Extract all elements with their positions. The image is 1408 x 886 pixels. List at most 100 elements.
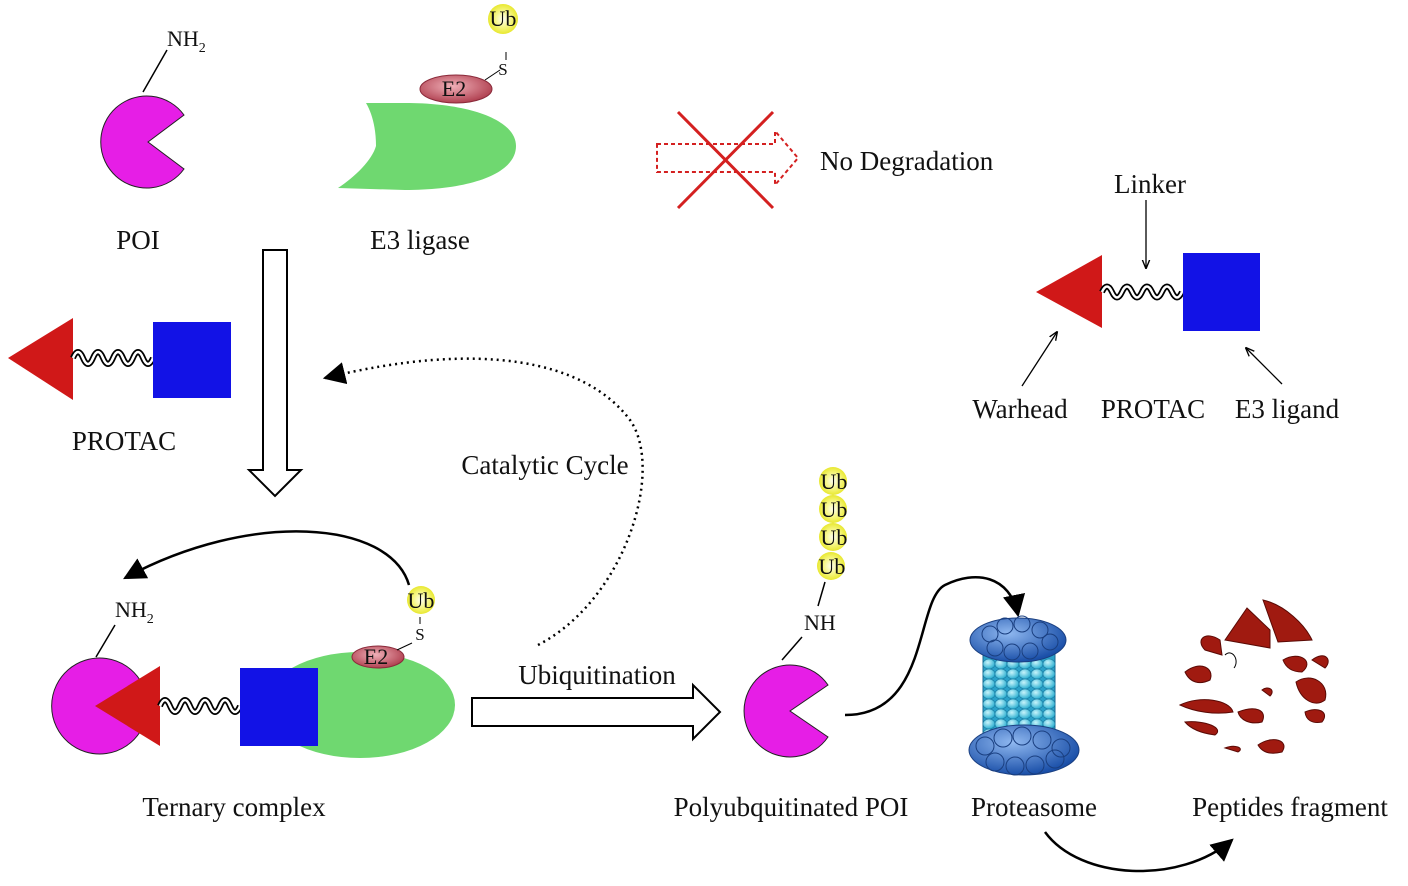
proteasome-ring-bead — [994, 678, 1008, 690]
polyubiquitinated-poi — [743, 467, 847, 758]
poly-ub-circle-4 — [817, 552, 845, 580]
fragment-piece — [1237, 708, 1264, 724]
ub-label: Ub — [490, 6, 517, 31]
ub-circle — [488, 4, 518, 34]
protac-legend-label: PROTAC — [1101, 394, 1205, 424]
protac-legend — [1021, 200, 1283, 387]
fragment-piece — [1261, 687, 1273, 697]
ternary-ub-circle — [407, 586, 435, 614]
proteasome-ring-bead — [1042, 658, 1056, 670]
proteasome-ring-bead — [1030, 678, 1044, 690]
proteasome-ring-bead — [994, 708, 1008, 720]
poly-nh-label: NH — [804, 610, 836, 635]
proteasome-ring-bead — [1042, 708, 1056, 720]
e3-ligand-label: E3 ligand — [1235, 394, 1340, 424]
poi-label: POI — [116, 225, 160, 255]
poi-nh2-label: NH2 — [167, 26, 206, 56]
ternary-ub-label: Ub — [408, 588, 435, 613]
ternary-nh2-label: NH2 — [115, 597, 154, 627]
down-hollow-arrow — [246, 249, 304, 498]
ternary-complex — [51, 530, 455, 758]
ternary-e2-label: E2 — [364, 644, 388, 669]
ub-transfer-arrow — [123, 530, 411, 586]
fragment-piece — [1223, 745, 1241, 753]
fragment-piece — [1224, 607, 1271, 649]
ternary-e2-enzyme — [351, 645, 405, 669]
poly-ub-label-1: Ub — [821, 469, 848, 494]
protac-label: PROTAC — [72, 426, 176, 456]
proteasome-ring-bead — [994, 668, 1008, 680]
catalytic-cycle-label: Catalytic Cycle — [461, 450, 628, 480]
to-proteasome-arrow — [844, 576, 1026, 717]
e3-ligand-square — [153, 322, 231, 398]
proteasome-ring-bead — [1042, 698, 1056, 710]
e3-ligase-label: E3 ligase — [370, 225, 470, 255]
s-label: S — [498, 60, 507, 79]
proteasome-ring-bead — [1018, 678, 1032, 690]
proteasome-ring-bead — [1006, 668, 1020, 680]
proteasome-top-cap — [969, 617, 1067, 663]
proteasome-ring-bead — [1030, 698, 1044, 710]
legend-e3-ligand-square — [1183, 253, 1260, 331]
proteasome-ring-bead — [1030, 688, 1044, 700]
proteasome-ring-bead — [1006, 678, 1020, 690]
proteasome — [968, 615, 1080, 776]
legend-warhead-triangle — [1036, 255, 1102, 328]
e2-label: E2 — [442, 76, 466, 101]
proteasome-label: Proteasome — [971, 792, 1097, 822]
proteasome-ring-bead — [1006, 688, 1020, 700]
poly-ub-label-2: Ub — [821, 497, 848, 522]
ubiquitination-arrow — [471, 682, 722, 742]
ubiquitination-label: Ubiquitination — [518, 660, 676, 690]
proteasome-ring-bead — [982, 688, 996, 700]
proteasome-ring-bead — [1018, 688, 1032, 700]
proteasome-ring-bead — [982, 658, 996, 670]
fragment-piece — [1304, 709, 1326, 723]
poly-ub-circle-1 — [819, 467, 847, 495]
catalytic-cycle-arrow — [322, 357, 644, 647]
proteasome-ring-bead — [994, 688, 1008, 700]
proteasome-ring-bead — [994, 698, 1008, 710]
proteasome-ring-bead — [982, 678, 996, 690]
ternary-complex-label: Ternary complex — [142, 792, 326, 822]
peptide-fragments — [1178, 599, 1329, 754]
e2-enzyme — [419, 74, 493, 104]
proteasome-ring-bead — [1018, 698, 1032, 710]
to-fragments-arrow — [1043, 831, 1234, 873]
proteasome-ring-bead — [1030, 708, 1044, 720]
no-degradation-arrow — [656, 110, 800, 210]
poly-ub-circle-3 — [819, 523, 847, 551]
polyubiquitinated-poi-label: Polyubquitinated POI — [674, 792, 909, 822]
fragment-piece — [1311, 655, 1329, 669]
protac-molecule — [8, 318, 231, 400]
fragment-piece — [1257, 739, 1285, 754]
proteasome-ring-bead — [1042, 678, 1056, 690]
fragment-piece — [1295, 677, 1327, 704]
fragment-piece — [1282, 655, 1308, 673]
linker-label: Linker — [1114, 169, 1186, 199]
proteasome-ring-bead — [1006, 698, 1020, 710]
proteasome-ring-bead — [1042, 668, 1056, 680]
fragment-piece — [1184, 665, 1212, 684]
proteasome-ring-bead — [1018, 708, 1032, 720]
poi-protein — [100, 49, 185, 189]
e3-ligase-protein — [338, 4, 518, 190]
proteasome-ring-bead — [1030, 668, 1044, 680]
ternary-warhead — [95, 666, 160, 746]
proteasome-ring-bead — [982, 668, 996, 680]
proteasome-ring-bead — [1006, 708, 1020, 720]
proteasome-bottom-cap — [968, 724, 1080, 776]
proteasome-ring-bead — [1018, 668, 1032, 680]
warhead-triangle — [8, 318, 73, 400]
fragment-piece — [1262, 599, 1313, 643]
ternary-s-label: S — [415, 625, 424, 644]
peptides-fragment-label: Peptides fragment — [1192, 792, 1388, 822]
proteasome-ring-bead — [982, 718, 996, 730]
poly-ub-label-4: Ub — [819, 554, 846, 579]
proteasome-ring-bead — [1042, 688, 1056, 700]
fragment-piece — [1184, 721, 1218, 736]
proteasome-ring-bead — [982, 698, 996, 710]
poly-ub-label-3: Ub — [821, 525, 848, 550]
